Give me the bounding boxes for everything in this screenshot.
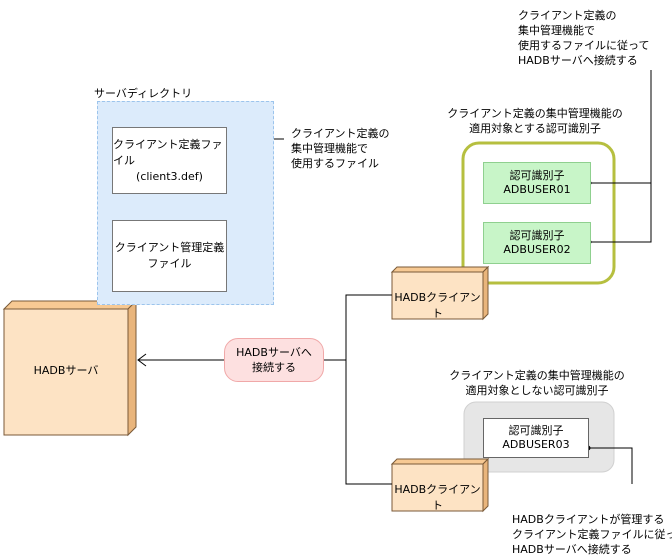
top-annotation-line3: 使用するファイルに従って [518,39,650,52]
server-directory-label: サーバディレクトリ [94,87,193,100]
bottom-annotation-line1: HADBクライアントが管理する [512,513,665,526]
client-management-file-line2: ファイル [147,257,192,270]
not-applied-group-title: クライアント定義の集中管理機能の 適用対象としない認可識別子 [424,368,650,398]
auth-id-label: 認可識別子 [509,229,565,242]
auth-id-label: 認可識別子 [509,169,565,182]
top-annotation-line1: クライアント定義の [518,9,617,22]
client-definition-file[interactable]: クライアント定義ファイル (client3.def) [112,127,227,194]
file-annotation: クライアント定義の 集中管理機能で 使用するファイル [291,126,390,171]
connection-lines [137,294,392,485]
file-annotation-line3: 使用するファイル [291,157,379,170]
not-applied-group-title-line2: 適用対象としない認可識別子 [465,384,609,397]
hadb-client-label-2: HADBクライアント [394,483,481,512]
top-annotation: クライアント定義の 集中管理機能で 使用するファイルに従って HADBサーバへ接… [518,8,649,68]
applied-group-title-line2: 適用対象とする認可識別子 [469,122,601,135]
bottom-annotation-line3: HADBサーバへ接続する [512,543,632,556]
bottom-annotation-line2: クライアント定義ファイルに従って [512,528,672,541]
auth-id-adbuser03[interactable]: 認可識別子 ADBUSER03 [483,418,589,458]
top-annotation-line4: HADBサーバへ接続する [518,54,638,67]
connect-pill-line2: 接続する [252,361,296,374]
hadb-client-box-1 [390,265,490,321]
hadb-client-box-2 [390,457,490,513]
client-definition-file-name: クライアント定義ファイル [113,137,223,167]
auth-id-adbuser02[interactable]: 認可識別子 ADBUSER02 [483,222,591,264]
applied-group-title: クライアント定義の集中管理機能の 適用対象とする認可識別子 [424,106,646,136]
client-definition-file-path: (client3.def) [136,169,203,183]
not-applied-group-title-line1: クライアント定義の集中管理機能の [449,369,625,382]
client-management-file-line1: クライアント管理定義 [114,241,225,254]
auth-id-label: 認可識別子 [508,424,564,437]
hadb-server-label: HADBサーバ [33,364,99,377]
bottom-annotation: HADBクライアントが管理する クライアント定義ファイルに従って HADBサーバ… [512,512,672,557]
applied-group-title-line1: クライアント定義の集中管理機能の [447,107,623,120]
connect-pill-line1: HADBサーバへ [236,346,312,359]
top-annotation-line2: 集中管理機能で [518,24,595,37]
file-annotation-line1: クライアント定義の [291,127,390,140]
connect-to-server-pill: HADBサーバへ 接続する [224,338,324,382]
auth-id-value: ADBUSER01 [503,183,571,196]
hadb-server-box [2,299,138,437]
auth-id-value: ADBUSER02 [503,243,571,256]
hadb-client-label-1: HADBクライアント [394,291,481,320]
file-annotation-line2: 集中管理機能で [291,142,368,155]
auth-id-value: ADBUSER03 [502,438,570,451]
client-management-definition-file[interactable]: クライアント管理定義 ファイル [112,220,227,292]
auth-id-adbuser01[interactable]: 認可識別子 ADBUSER01 [483,162,591,204]
